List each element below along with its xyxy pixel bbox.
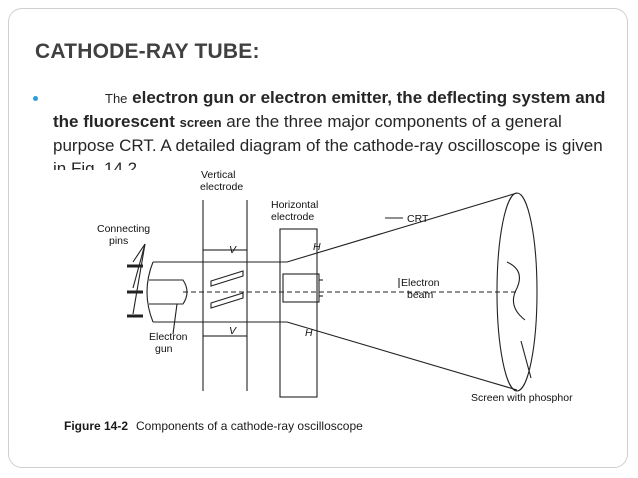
- label-v-top: V: [229, 244, 237, 256]
- bullet-paragraph: The electron gun or electron emitter, th…: [53, 86, 613, 170]
- paragraph-lead: The: [105, 91, 128, 106]
- electron-gun: [149, 279, 188, 305]
- label-gun: gun: [155, 343, 173, 355]
- label-beam: beam: [407, 289, 434, 301]
- vertical-plate-top: [210, 270, 244, 287]
- label-connecting: Connecting: [97, 223, 150, 235]
- label-electron-beam: Electron: [401, 277, 440, 289]
- vertical-electrode-box: [202, 249, 248, 337]
- vertical-plate-bottom: [210, 292, 244, 309]
- paragraph-bold-1: electron gun or electron emitter, the de…: [53, 88, 606, 131]
- tube-funnel: [286, 192, 518, 391]
- label-screen-phosphor: Screen with phosphor: [471, 392, 573, 404]
- label-h-bottom: H: [305, 327, 313, 339]
- label-crt: CRT: [407, 213, 429, 225]
- label-horizontal: Horizontal: [271, 199, 318, 211]
- crt-diagram-svg: Vertical electrode Horizontal electrode …: [97, 169, 573, 404]
- tube-neck: [146, 261, 287, 323]
- label-vertical-electrode: electrode: [200, 181, 243, 193]
- bullet-icon: [33, 96, 38, 101]
- crt-diagram: Vertical electrode Horizontal electrode …: [55, 166, 585, 421]
- paragraph-bold-2: screen: [179, 115, 222, 130]
- label-electron-gun: Electron: [149, 331, 188, 343]
- label-vertical: Vertical: [201, 169, 235, 181]
- label-h-top: H: [313, 241, 321, 253]
- screen-waveform: [506, 261, 526, 321]
- label-v-bottom: V: [229, 325, 237, 337]
- horizontal-plates: [282, 273, 320, 303]
- figure-caption-tag: Figure 14-2: [64, 419, 129, 433]
- paragraph-rest: are the three major components of a gene…: [53, 112, 603, 170]
- figure-caption-text: Components of a cathode-ray oscilloscope: [136, 419, 363, 433]
- label-horizontal-electrode: electrode: [271, 211, 314, 223]
- slide-frame: [8, 8, 628, 468]
- slide-title: CATHODE-RAY TUBE:: [35, 40, 260, 63]
- horizontal-electrode-box: [279, 228, 318, 398]
- label-pins: pins: [109, 235, 128, 247]
